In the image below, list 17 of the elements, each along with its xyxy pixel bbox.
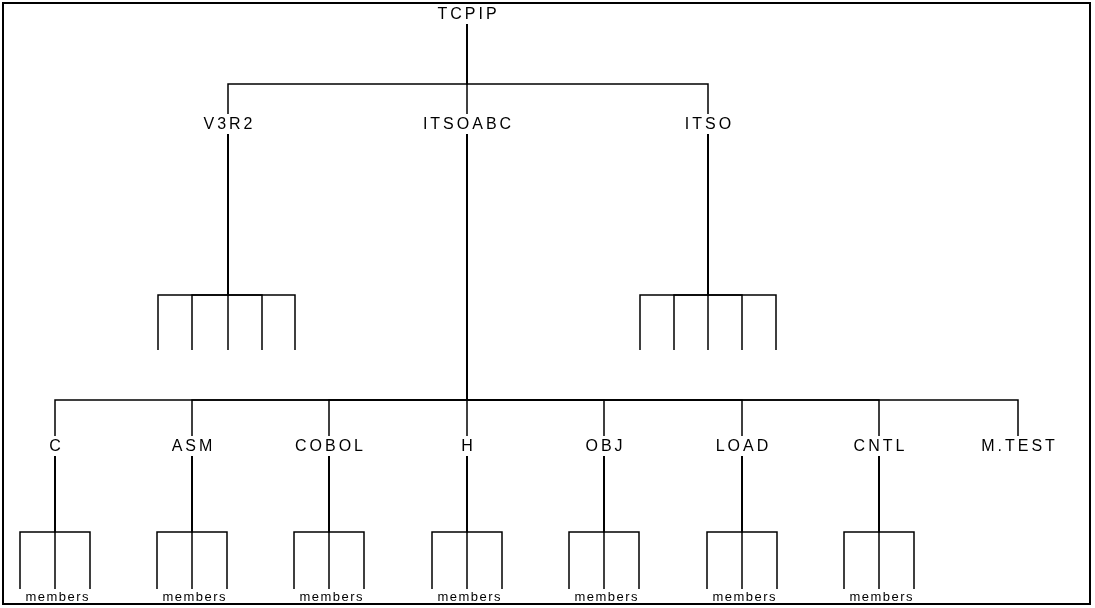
tree-connector [466, 23, 709, 115]
member-label: members [435, 589, 503, 604]
member-label: members [297, 589, 365, 604]
tree-connector [227, 133, 296, 351]
tree-connector [707, 133, 777, 351]
tree-connector [328, 455, 365, 590]
tree-connector [741, 455, 778, 590]
tree-connector [54, 455, 91, 590]
member-label: members [710, 589, 778, 604]
member-label: members [847, 589, 915, 604]
tree-connector [466, 455, 503, 590]
member-label: members [23, 589, 91, 604]
tree-connector [603, 455, 640, 590]
tree-connector [878, 455, 915, 590]
member-label: members [160, 589, 228, 604]
member-label: members [572, 589, 640, 604]
tree-connector [191, 455, 228, 590]
